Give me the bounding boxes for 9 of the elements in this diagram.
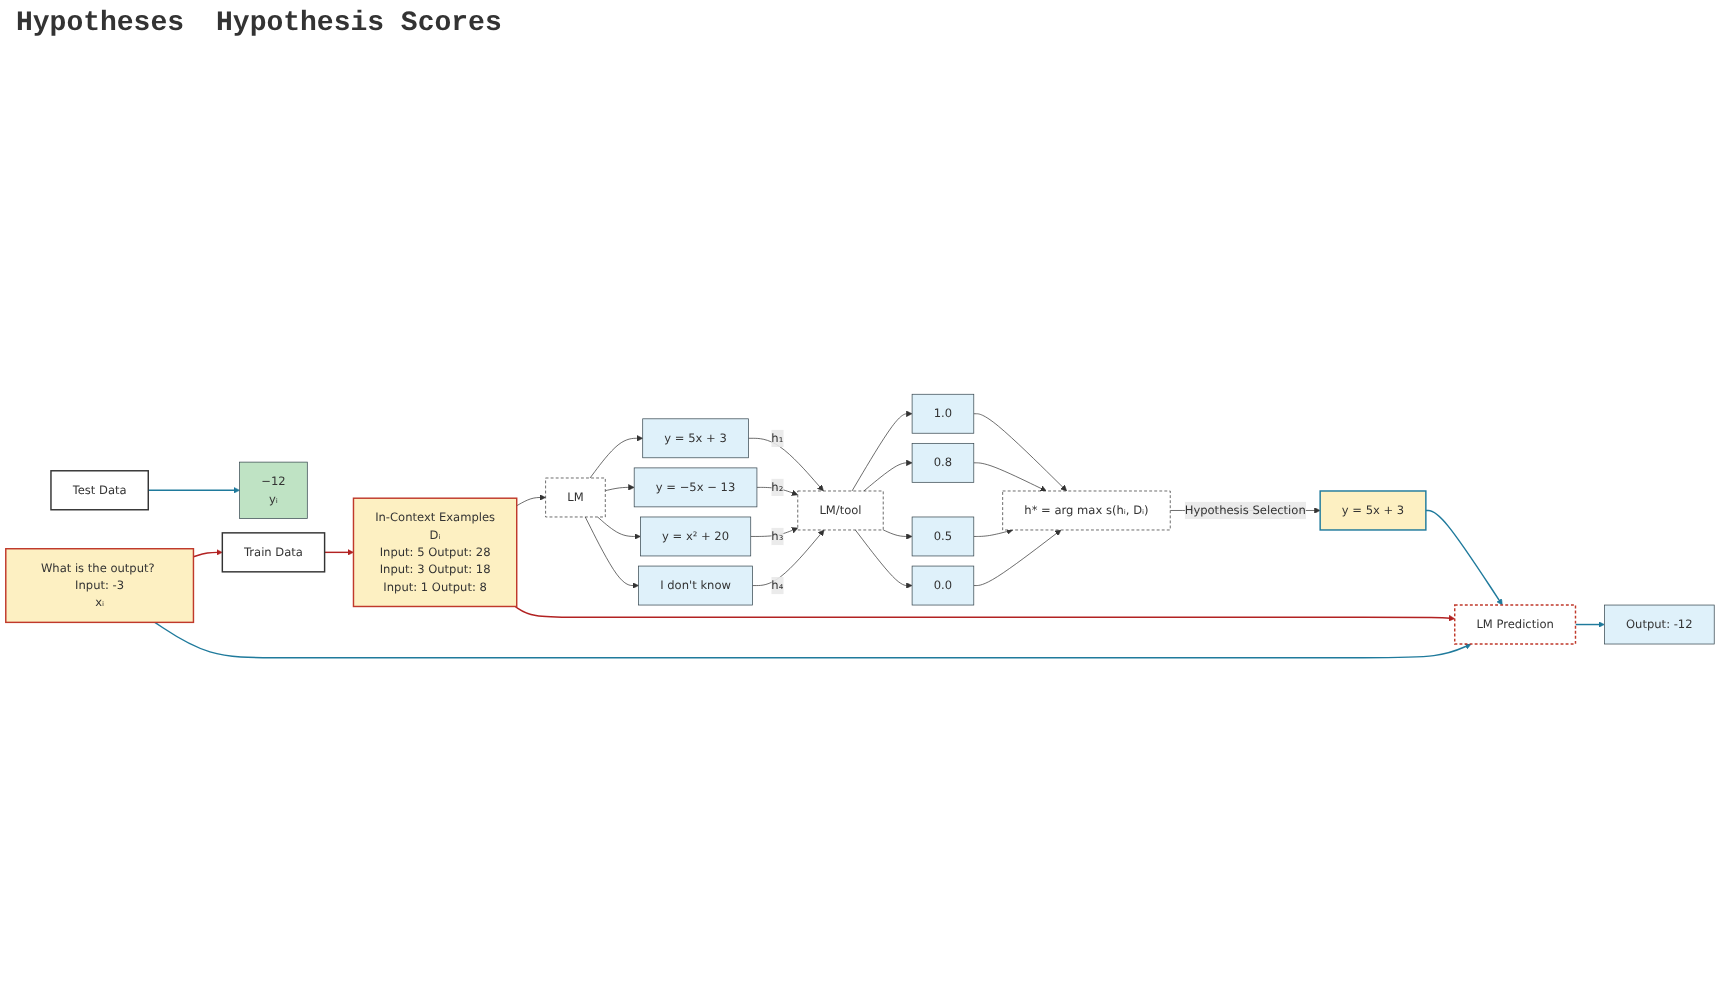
arrow (147, 487, 240, 494)
arrow (1574, 621, 1605, 628)
arrow (323, 549, 354, 556)
column-heading: Hypothesis Scores (216, 8, 502, 40)
arrow (1425, 509, 1503, 606)
arrow (154, 621, 1472, 659)
column-heading: Hypotheses (16, 8, 185, 40)
arrow (514, 605, 1455, 622)
arrow (192, 549, 223, 558)
